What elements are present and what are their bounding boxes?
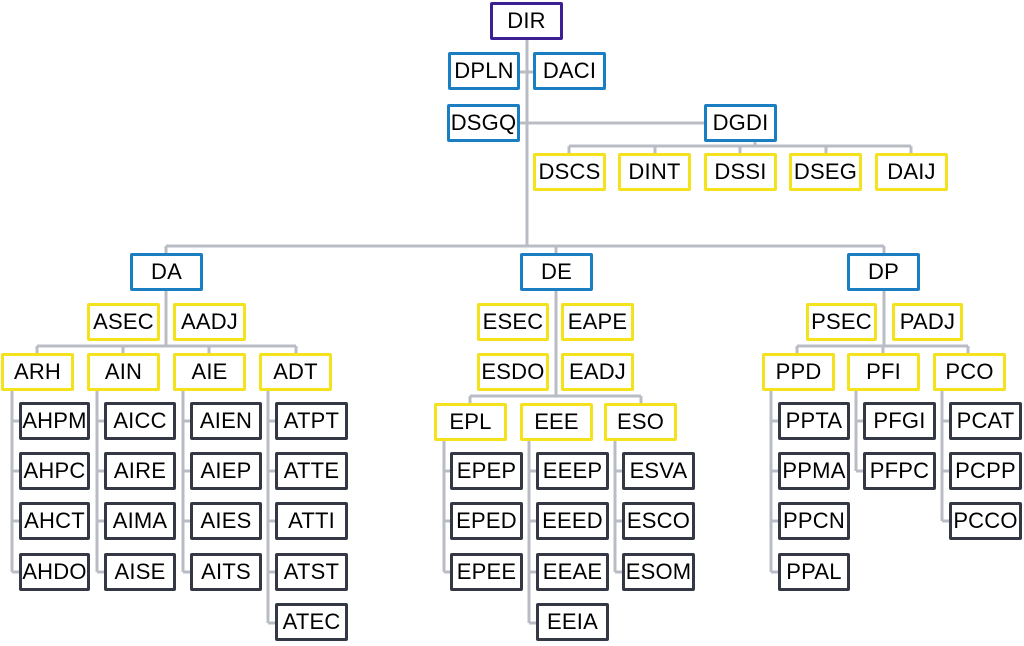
node-ppal: PPAL	[778, 553, 850, 591]
node-padj: PADJ	[892, 303, 963, 341]
node-ppcn: PPCN	[778, 502, 850, 540]
node-esom: ESOM	[622, 553, 695, 591]
node-esdo: ESDO	[477, 353, 549, 391]
node-ahdo: AHDO	[19, 553, 90, 591]
node-esec: ESEC	[477, 303, 549, 341]
node-atst: ATST	[275, 553, 348, 591]
node-eped: EPED	[450, 502, 523, 540]
node-aiep: AIEP	[190, 452, 262, 490]
node-dint: DINT	[618, 153, 691, 191]
node-epep: EPEP	[450, 452, 523, 490]
node-dgdi: DGDI	[704, 104, 777, 142]
node-pfi: PFI	[847, 353, 920, 391]
node-eso: ESO	[604, 403, 677, 441]
node-pcco: PCCO	[949, 502, 1022, 540]
node-ain: AIN	[87, 353, 160, 391]
node-eeia: EEIA	[536, 603, 609, 641]
node-ppma: PPMA	[778, 452, 850, 490]
node-eadj: EADJ	[561, 353, 634, 391]
node-psec: PSEC	[806, 303, 877, 341]
node-pcpp: PCPP	[949, 452, 1022, 490]
node-adt: ADT	[259, 353, 332, 391]
node-pco: PCO	[933, 353, 1006, 391]
node-aima: AIMA	[104, 502, 176, 540]
node-de: DE	[520, 253, 593, 291]
node-epl: EPL	[434, 403, 507, 441]
node-atpt: ATPT	[275, 402, 348, 440]
node-dpln: DPLN	[448, 52, 520, 90]
node-pcat: PCAT	[949, 402, 1022, 440]
node-eape: EAPE	[561, 303, 634, 341]
node-eeae: EEAE	[536, 553, 609, 591]
node-pfgi: PFGI	[863, 402, 936, 440]
node-eee: EEE	[520, 403, 593, 441]
node-daij: DAIJ	[875, 153, 948, 191]
node-dsgq: DSGQ	[447, 104, 520, 142]
node-ahpc: AHPC	[19, 452, 90, 490]
node-aies: AIES	[190, 502, 262, 540]
node-dssi: DSSI	[704, 153, 777, 191]
node-dir: DIR	[490, 2, 563, 40]
node-ahct: AHCT	[19, 502, 90, 540]
node-aise: AISE	[104, 553, 176, 591]
node-aire: AIRE	[104, 452, 176, 490]
node-arh: ARH	[1, 353, 74, 391]
node-esco: ESCO	[622, 502, 695, 540]
node-daci: DACI	[533, 52, 606, 90]
node-esva: ESVA	[622, 452, 695, 490]
node-aien: AIEN	[190, 402, 262, 440]
node-dscs: DSCS	[533, 153, 606, 191]
node-eeed: EEED	[536, 502, 609, 540]
node-ppta: PPTA	[778, 402, 850, 440]
node-atti: ATTI	[275, 502, 348, 540]
node-dseg: DSEG	[789, 153, 862, 191]
node-aits: AITS	[190, 553, 262, 591]
node-pfpc: PFPC	[863, 452, 936, 490]
node-eeep: EEEP	[536, 452, 609, 490]
node-asec: ASEC	[87, 303, 160, 341]
node-aicc: AICC	[104, 402, 176, 440]
node-da: DA	[130, 253, 203, 291]
node-atte: ATTE	[275, 452, 348, 490]
node-dp: DP	[847, 253, 920, 291]
node-aie: AIE	[173, 353, 246, 391]
node-atec: ATEC	[275, 603, 348, 641]
node-ppd: PPD	[762, 353, 835, 391]
node-ahpm: AHPM	[19, 402, 90, 440]
node-aadj: AADJ	[173, 303, 246, 341]
node-epee: EPEE	[450, 553, 523, 591]
